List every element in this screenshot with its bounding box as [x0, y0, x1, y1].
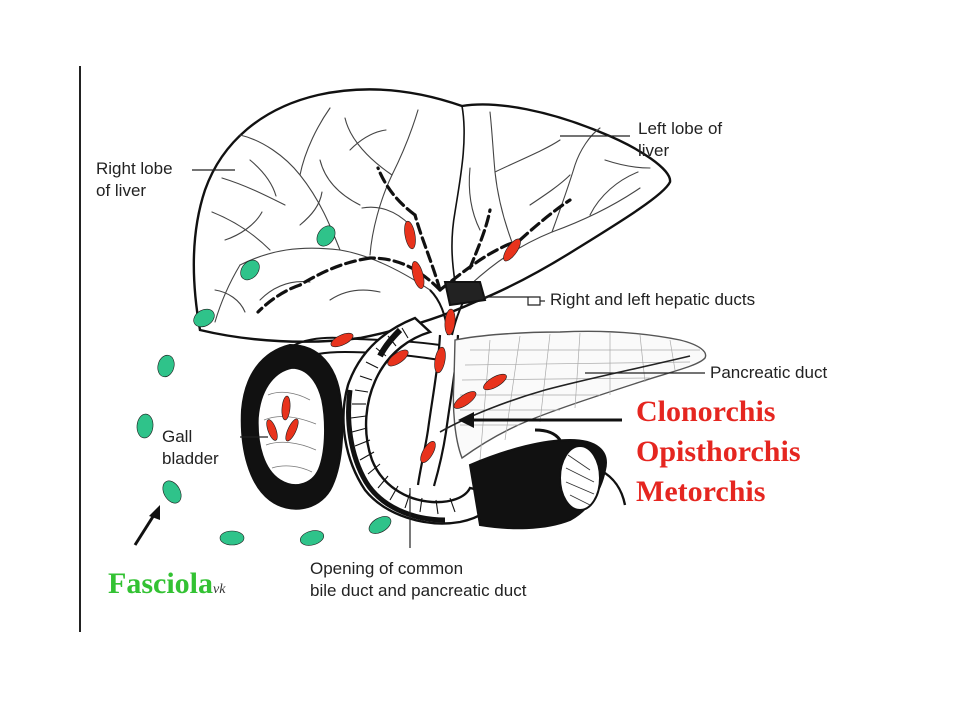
fasciola-marker-6	[162, 480, 182, 504]
artist-signature: vk	[213, 582, 226, 597]
fasciola-marker-8	[299, 530, 325, 546]
duct-fluke-marker-8	[483, 373, 507, 391]
label-hepatic-ducts: Right and left hepatic ducts	[550, 290, 756, 309]
duct-fluke-marker-4	[434, 346, 446, 374]
label-gall-bladder: Gall bladder	[162, 427, 219, 468]
duct-fluke-marker-1	[404, 220, 416, 250]
fasciola-marker-1	[316, 225, 336, 247]
duct-fluke-marker-2	[411, 261, 425, 289]
duct-fluke-names: Clonorchis Opisthorchis Metorchis	[636, 392, 801, 512]
duct-fluke-arrow-head	[458, 412, 474, 428]
parasite-fasciola: Fasciola	[108, 567, 213, 600]
duct-flukes	[266, 220, 521, 463]
fasciola-marker-2	[240, 259, 260, 281]
fasciola-marker-5	[136, 413, 154, 439]
label-leader-lines	[192, 135, 705, 548]
duct-fluke-marker-12	[285, 418, 299, 442]
duct-fluke-marker-5	[503, 238, 521, 262]
fasciola-marker-9	[368, 516, 392, 534]
duct-fluke-marker-10	[420, 441, 436, 463]
duct-fluke-marker-7	[330, 332, 354, 348]
cystic-duct	[289, 336, 441, 349]
fasciola-marker-7	[219, 530, 245, 546]
parasite-metorchis: Metorchis	[636, 475, 766, 508]
liver-fluke-name: Fasciolavk	[108, 566, 225, 608]
fasciola-marker-3	[193, 308, 215, 328]
duct-fluke-marker-11	[281, 395, 291, 421]
label-left-lobe: Left lobe of liver	[638, 119, 723, 160]
parasite-clonorchis: Clonorchis	[636, 395, 776, 428]
fasciola-marker-4	[157, 354, 175, 378]
fasciola-arrow	[133, 514, 156, 546]
label-pancreatic-duct: Pancreatic duct	[710, 363, 828, 382]
label-opening: Opening of common bile duct and pancreat…	[310, 559, 527, 600]
fasciola-arrow-head	[149, 505, 160, 520]
duct-fluke-marker-13	[266, 419, 278, 441]
lobe-fissure	[451, 105, 465, 283]
parasite-opisthorchis: Opisthorchis	[636, 435, 801, 468]
duct-fluke-marker-9	[453, 391, 477, 409]
hepatic-duct-junction	[429, 281, 487, 336]
label-right-lobe: Right lobe of liver	[96, 159, 173, 200]
duct-fluke-marker-3	[444, 308, 456, 336]
liver-flukes	[136, 225, 392, 546]
duct-fluke-marker-6	[387, 349, 409, 367]
